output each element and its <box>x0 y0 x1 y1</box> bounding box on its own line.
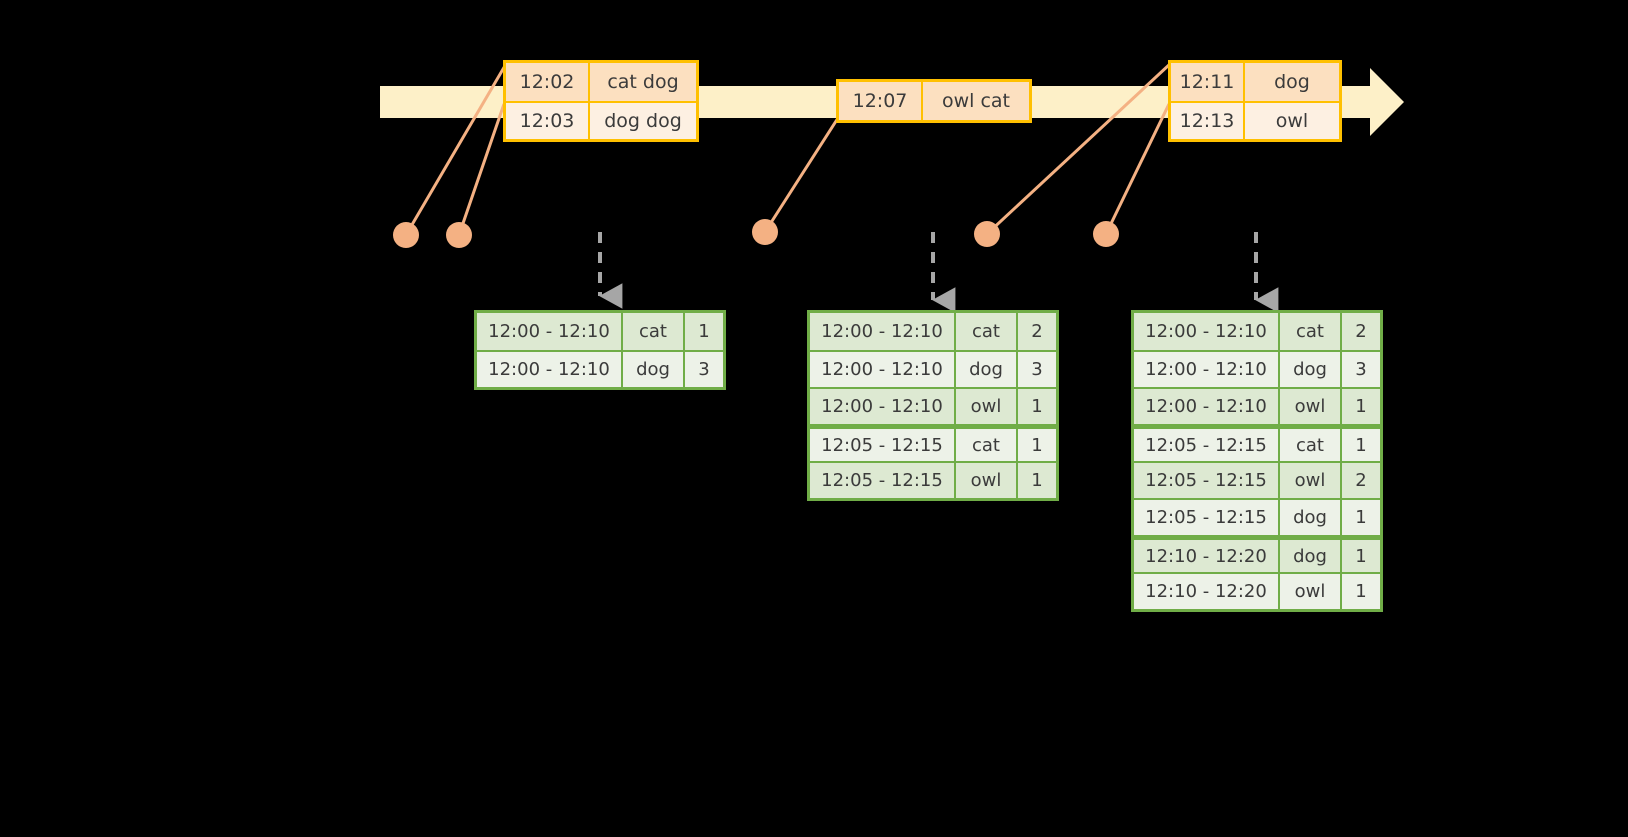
window-interval: 12:05 - 12:15 <box>1134 463 1280 498</box>
event-dots <box>393 219 1119 248</box>
window-interval: 12:05 - 12:15 <box>1134 429 1280 461</box>
window-interval: 12:00 - 12:10 <box>1134 313 1280 350</box>
window-interval: 12:05 - 12:15 <box>810 429 956 461</box>
group-key: owl <box>1280 389 1342 424</box>
group-key: dog <box>1280 540 1342 572</box>
event-group-2: 12:07 owl cat <box>836 79 1032 123</box>
window-interval: 12:10 - 12:20 <box>1134 540 1280 572</box>
window-interval: 12:00 - 12:10 <box>810 352 956 387</box>
aggregate-count: 1 <box>698 321 710 342</box>
flow-arrows <box>598 232 1279 313</box>
window-interval: 12:10 - 12:20 <box>1134 574 1280 609</box>
event-dot-2 <box>446 222 472 248</box>
event-dot-3 <box>752 219 778 245</box>
connector-1 <box>404 63 508 236</box>
event-dot-1 <box>393 222 419 248</box>
group-key: owl <box>956 389 1018 424</box>
window-interval: 12:05 - 12:15 <box>810 463 956 498</box>
event-group-3: 12:11 dog 12:13 owl <box>1168 60 1342 142</box>
aggregate-count: 1 <box>1031 396 1043 417</box>
event-timestamp: 12:11 <box>1171 63 1245 101</box>
event-dot-4 <box>974 221 1000 247</box>
event-payload: dog <box>1274 71 1310 93</box>
event-row: 12:13 owl <box>1171 101 1339 139</box>
event-group-1: 12:02 cat dog 12:03 dog dog <box>503 60 699 142</box>
group-key: cat <box>1280 313 1342 350</box>
connector-3 <box>763 117 840 233</box>
window-interval: 12:00 - 12:10 <box>1134 352 1280 387</box>
window-interval: 12:05 - 12:15 <box>1134 500 1280 535</box>
event-dot-5 <box>1093 221 1119 247</box>
group-key: dog <box>1280 500 1342 535</box>
connector-2 <box>457 103 506 236</box>
group-key: owl <box>1280 574 1342 609</box>
aggregate-count: 1 <box>1031 470 1043 491</box>
aggregate-count: 2 <box>1355 470 1367 491</box>
group-key: dog <box>956 352 1018 387</box>
event-row: 12:07 owl cat <box>839 82 1029 120</box>
event-payload: cat dog <box>607 71 679 93</box>
event-payload: owl cat <box>941 90 1011 112</box>
window-interval: 12:00 - 12:10 <box>1134 389 1280 424</box>
connector-5 <box>1104 103 1171 235</box>
aggregate-count: 1 <box>1355 434 1367 456</box>
event-timestamp: 12:07 <box>839 82 923 120</box>
event-timestamp: 12:03 <box>506 103 590 139</box>
aggregate-count: 2 <box>1355 321 1367 342</box>
aggregate-count: 1 <box>1355 396 1367 417</box>
group-key: owl <box>956 463 1018 498</box>
group-key: cat <box>1280 429 1342 461</box>
group-key: cat <box>623 313 685 350</box>
window-interval: 12:00 - 12:10 <box>810 389 956 424</box>
aggregate-count: 1 <box>1355 507 1367 528</box>
window-interval: 12:00 - 12:10 <box>477 313 623 350</box>
group-key: cat <box>956 429 1018 461</box>
event-payload: dog dog <box>604 110 682 132</box>
aggregate-count: 3 <box>698 359 710 380</box>
aggregate-count: 2 <box>1031 321 1043 342</box>
event-row: 12:11 dog <box>1171 63 1339 101</box>
event-row: 12:02 cat dog <box>506 63 696 101</box>
event-timestamp: 12:02 <box>506 63 590 101</box>
event-payload: owl <box>1275 110 1309 132</box>
aggregate-count: 1 <box>1031 434 1043 456</box>
group-key: cat <box>956 313 1018 350</box>
aggregate-count: 3 <box>1355 359 1367 380</box>
window-interval: 12:00 - 12:10 <box>477 352 623 387</box>
aggregate-count: 3 <box>1031 359 1043 380</box>
group-key: dog <box>623 352 685 387</box>
group-key: dog <box>1280 352 1342 387</box>
window-interval: 12:00 - 12:10 <box>810 313 956 350</box>
aggregate-count: 1 <box>1355 545 1367 567</box>
event-row: 12:03 dog dog <box>506 101 696 139</box>
event-timestamp: 12:13 <box>1171 103 1245 139</box>
aggregate-count: 1 <box>1355 581 1367 602</box>
group-key: owl <box>1280 463 1342 498</box>
